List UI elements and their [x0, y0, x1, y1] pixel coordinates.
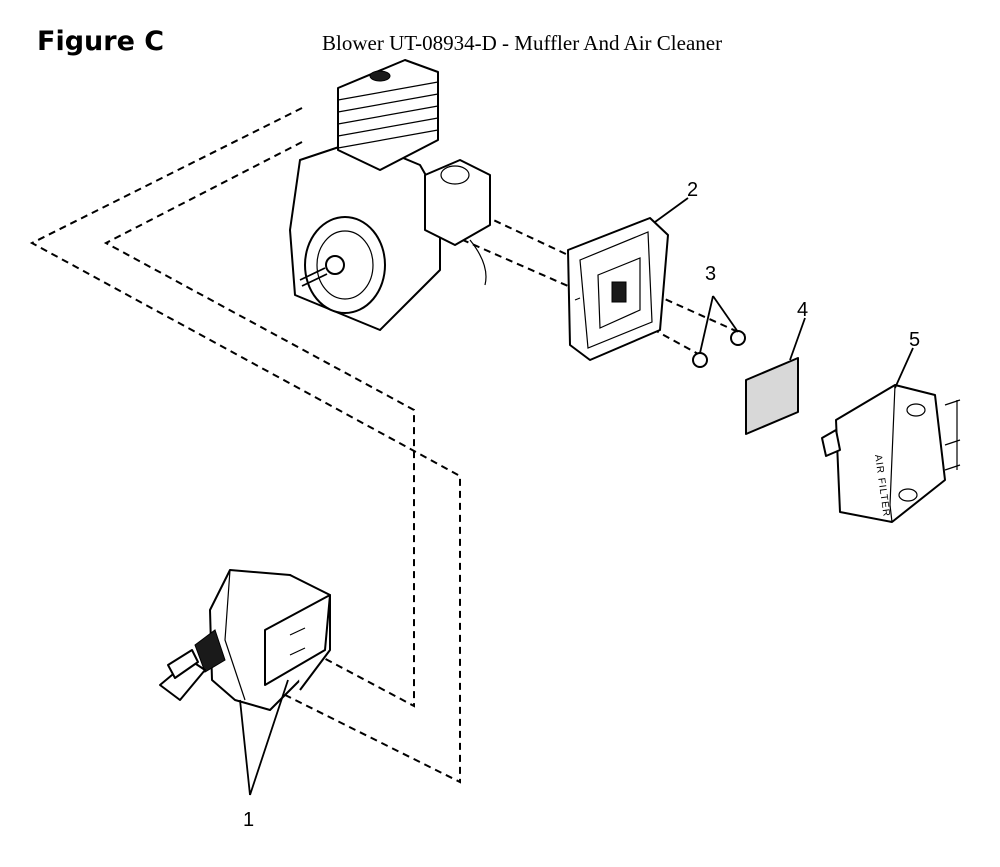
diagram-title: Blower UT-08934-D - Muffler And Air Clea… [322, 31, 723, 55]
figure-label: Figure C [37, 26, 165, 57]
engine-block [289, 59, 491, 331]
air-filter-cover-part-5: AIR FILTER [821, 347, 961, 523]
callout-5: 5 [909, 329, 920, 351]
callout-3: 3 [705, 263, 716, 285]
callout-1: 1 [243, 809, 254, 831]
air-cleaner-base-part-2 [567, 217, 669, 361]
leader-lines [239, 197, 689, 796]
callout-2: 2 [687, 179, 698, 201]
nuts-part-3 [692, 295, 746, 368]
callout-4: 4 [797, 299, 808, 321]
filter-element-part-4 [745, 317, 806, 435]
muffler-part-1 [159, 569, 331, 711]
